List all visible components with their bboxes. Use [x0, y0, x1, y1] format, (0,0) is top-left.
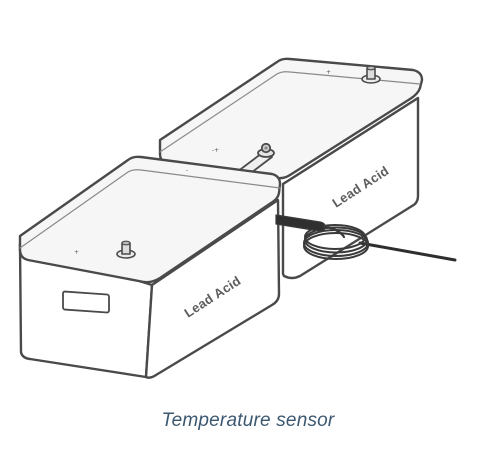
temperature-sensor: [275, 214, 457, 262]
sensor-cable: [358, 241, 457, 262]
rear-minus-mark: -+: [212, 147, 219, 154]
figure-caption: Temperature sensor: [161, 410, 335, 431]
front-battery: + -: [18, 155, 282, 379]
rear-plus-mark: +: [326, 69, 331, 76]
front-minus-mark: -: [186, 167, 188, 174]
front-battery-label-slot: [62, 290, 110, 314]
sensor-probe: [275, 214, 326, 232]
front-plus-mark: +: [74, 249, 79, 256]
front-battery-right-face: [144, 198, 281, 379]
front-battery-lid: [18, 155, 282, 284]
